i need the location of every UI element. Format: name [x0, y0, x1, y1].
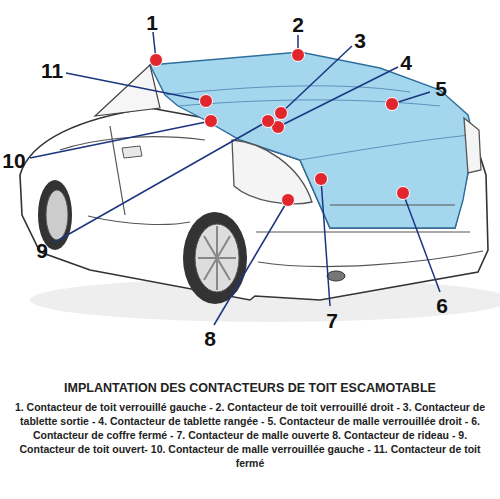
leader-line [281, 46, 352, 113]
leader-line [321, 179, 330, 306]
front-rim [46, 190, 68, 240]
callout-number: 6 [436, 295, 448, 316]
switch-dot [262, 115, 275, 128]
door-lines [60, 126, 205, 224]
switch-dot [386, 98, 399, 111]
switch-dot [205, 115, 218, 128]
switch-dot [150, 54, 163, 67]
leader-line [30, 121, 211, 158]
switch-dot [275, 107, 288, 120]
tail-light [464, 118, 481, 173]
callout-number: 7 [326, 310, 338, 331]
callout-number: 8 [204, 328, 216, 349]
callout-number: 10 [2, 150, 25, 171]
switch-points [150, 49, 410, 207]
switch-dot [200, 95, 213, 108]
leader-line [214, 200, 288, 325]
leader-line [403, 193, 440, 292]
roof-panel-lines [165, 86, 470, 160]
leader-lines [30, 32, 440, 325]
switch-dot [315, 173, 328, 186]
door-mirror [122, 146, 142, 158]
leader-line [278, 67, 398, 127]
tail-light [232, 140, 312, 204]
callout-number: 1 [146, 12, 158, 33]
rear-wheel [183, 212, 247, 304]
switch-dot [292, 49, 305, 62]
rim-spokes [198, 226, 236, 290]
callout-number: 3 [354, 30, 366, 51]
rear-rim [195, 224, 239, 292]
callout-number: 2 [292, 14, 304, 35]
callout-number: 9 [36, 240, 48, 261]
switch-dot [397, 187, 410, 200]
diagram-caption: 1. Contacteur de toit verrouillé gauche … [4, 400, 496, 470]
leader-line [55, 121, 268, 242]
callout-number: 4 [400, 52, 412, 73]
diagram-title: IMPLANTATION DES CONTACTEURS DE TOIT ESC… [0, 381, 500, 395]
callout-number: 11 [41, 60, 63, 81]
leader-line [66, 73, 206, 101]
callout-number: 5 [435, 78, 447, 99]
exhaust-pipe [327, 271, 345, 281]
bumper-lines [256, 205, 483, 266]
retractable-roof [150, 52, 474, 228]
switch-dot [282, 194, 295, 207]
